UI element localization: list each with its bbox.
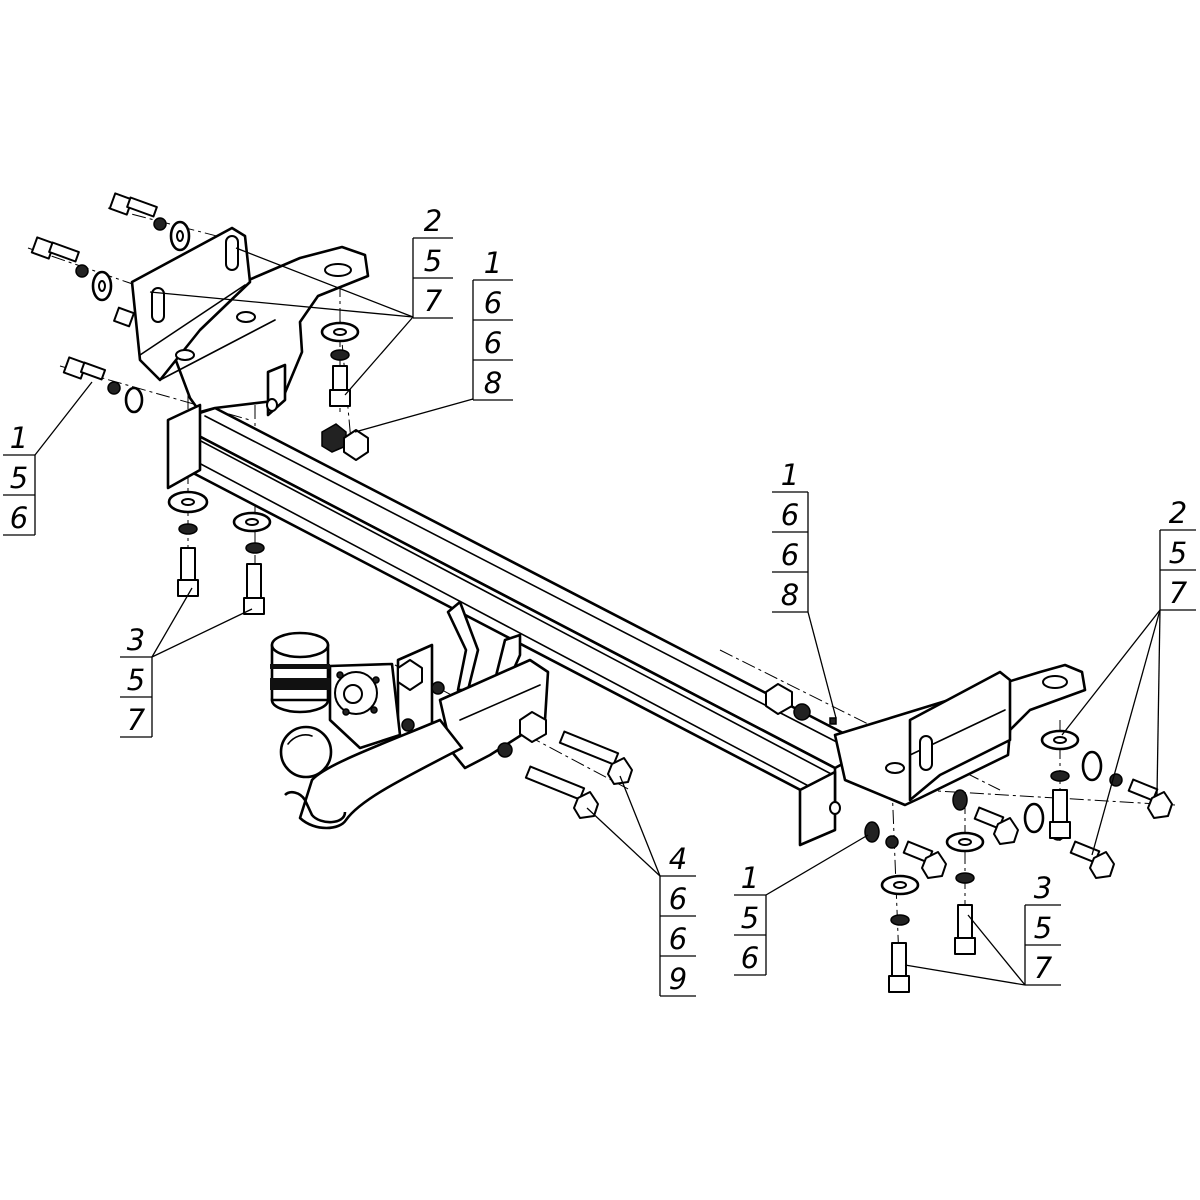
callout-7-digit: 6 bbox=[669, 922, 687, 956]
callout-5-digit: 6 bbox=[781, 538, 799, 572]
fasteners-right bbox=[765, 683, 1173, 993]
callout-3-digit: 1 bbox=[10, 421, 28, 455]
callout-2-digit: 6 bbox=[484, 326, 502, 360]
callout-1: 2 5 7 bbox=[412, 204, 453, 319]
callout-4-digit: 5 bbox=[127, 663, 145, 697]
bolt bbox=[113, 306, 135, 328]
callout-4: 3 5 7 bbox=[120, 623, 153, 738]
callout-1-digit: 5 bbox=[424, 244, 442, 278]
callout-8: 1 5 6 bbox=[734, 861, 767, 976]
bolt bbox=[1069, 840, 1115, 879]
callout-4-digit: 3 bbox=[127, 623, 145, 657]
callout-6: 2 5 7 bbox=[1159, 496, 1196, 611]
callout-7-digit: 4 bbox=[669, 842, 687, 876]
bolt bbox=[62, 356, 107, 381]
callout-3-digit: 5 bbox=[10, 461, 28, 495]
callout-7-digit: 9 bbox=[669, 962, 687, 996]
callout-1-digit: 2 bbox=[424, 204, 442, 238]
bolt bbox=[902, 840, 947, 879]
bolt bbox=[973, 806, 1019, 845]
callout-8-digit: 1 bbox=[741, 861, 759, 895]
callout-2-digit: 6 bbox=[484, 286, 502, 320]
bolt bbox=[524, 765, 599, 819]
callout-5-digit: 6 bbox=[781, 498, 799, 532]
callout-4-digit: 7 bbox=[127, 703, 146, 737]
callout-5-digit: 8 bbox=[781, 578, 799, 612]
callout-7-digit: 6 bbox=[669, 882, 687, 916]
fasteners-left bbox=[30, 192, 369, 615]
callout-2: 1 6 6 8 bbox=[472, 246, 513, 401]
callout-3: 1 5 6 bbox=[3, 421, 36, 536]
right-mounting-bracket bbox=[798, 663, 1087, 847]
callout-6-digit: 7 bbox=[1169, 576, 1188, 610]
callout-5-digit: 1 bbox=[781, 458, 799, 492]
left-mounting-bracket bbox=[130, 226, 370, 490]
leader-lines bbox=[34, 247, 1161, 986]
callout-9: 3 5 7 bbox=[1024, 871, 1061, 986]
callout-3-digit: 6 bbox=[10, 501, 28, 535]
bolt bbox=[558, 730, 633, 785]
bolt bbox=[1127, 778, 1173, 819]
callout-2-digit: 8 bbox=[484, 366, 502, 400]
tow-ball-cap bbox=[270, 631, 330, 714]
bolt bbox=[30, 236, 80, 263]
crossbar-tube bbox=[170, 406, 874, 810]
callout-8-digit: 5 bbox=[741, 901, 759, 935]
callout-6-digit: 2 bbox=[1169, 496, 1187, 530]
callout-7: 4 6 6 9 bbox=[659, 842, 696, 997]
callout-9-digit: 3 bbox=[1034, 871, 1052, 905]
fasteners-center bbox=[397, 659, 633, 819]
tow-ball-and-neck bbox=[279, 600, 550, 830]
callout-1-digit: 7 bbox=[424, 284, 443, 318]
callout-5: 1 6 6 8 bbox=[772, 458, 809, 613]
bolt bbox=[108, 192, 158, 218]
callout-2-digit: 1 bbox=[484, 246, 502, 280]
callout-9-digit: 5 bbox=[1034, 911, 1052, 945]
callout-6-digit: 5 bbox=[1169, 536, 1187, 570]
callout-9-digit: 7 bbox=[1034, 951, 1053, 985]
callout-8-digit: 6 bbox=[741, 941, 759, 975]
